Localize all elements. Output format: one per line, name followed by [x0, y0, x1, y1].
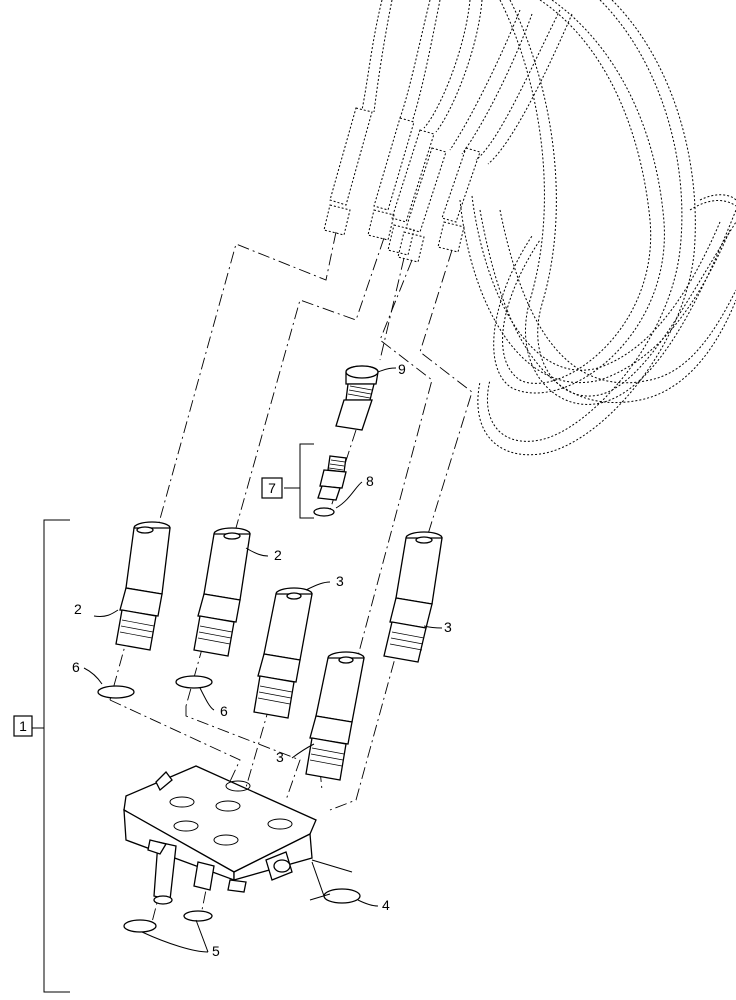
- callout-6-right: 6: [220, 703, 228, 719]
- callout-5: 5: [212, 943, 220, 959]
- callout-9: 9: [398, 361, 406, 377]
- callout-7: 7: [268, 480, 276, 496]
- callout-3-lower: 3: [276, 749, 284, 765]
- o-ring-4-icon: [309, 859, 361, 904]
- coupler-2-middle: [193, 527, 251, 657]
- callout-4: 4: [382, 897, 390, 913]
- callout-3-right: 3: [444, 619, 452, 635]
- callout-8: 8: [366, 473, 374, 489]
- leader-lines: [83, 367, 443, 953]
- callout-3-upper: 3: [336, 573, 344, 589]
- callout-2-middle: 2: [274, 547, 282, 563]
- hydraulic-hose-bundle-icon: [323, 0, 736, 456]
- o-ring-5-icon: [123, 910, 213, 933]
- callout-1: 1: [19, 718, 27, 734]
- callout-6-left: 6: [72, 659, 80, 675]
- callout-box-1: [13, 715, 33, 737]
- coupler-3-lower: [305, 651, 365, 781]
- adapter-fitting-icon: [313, 455, 347, 517]
- kit-bracket-7: [284, 443, 314, 519]
- coupler-2-left: [115, 521, 171, 651]
- quick-coupler-icon: [335, 365, 379, 431]
- o-ring-icon: [97, 675, 213, 699]
- coupler-3-right: [383, 531, 443, 663]
- callout-labels: 1 7 9 8 2 2 3 3 3 6 6 4 5: [13, 361, 452, 959]
- callout-2-left: 2: [74, 601, 82, 617]
- assembly-bracket-1: [32, 519, 70, 993]
- manifold-block-icon: [123, 765, 317, 905]
- coupler-3-upper: [253, 587, 313, 719]
- callout-box-7: [261, 477, 283, 499]
